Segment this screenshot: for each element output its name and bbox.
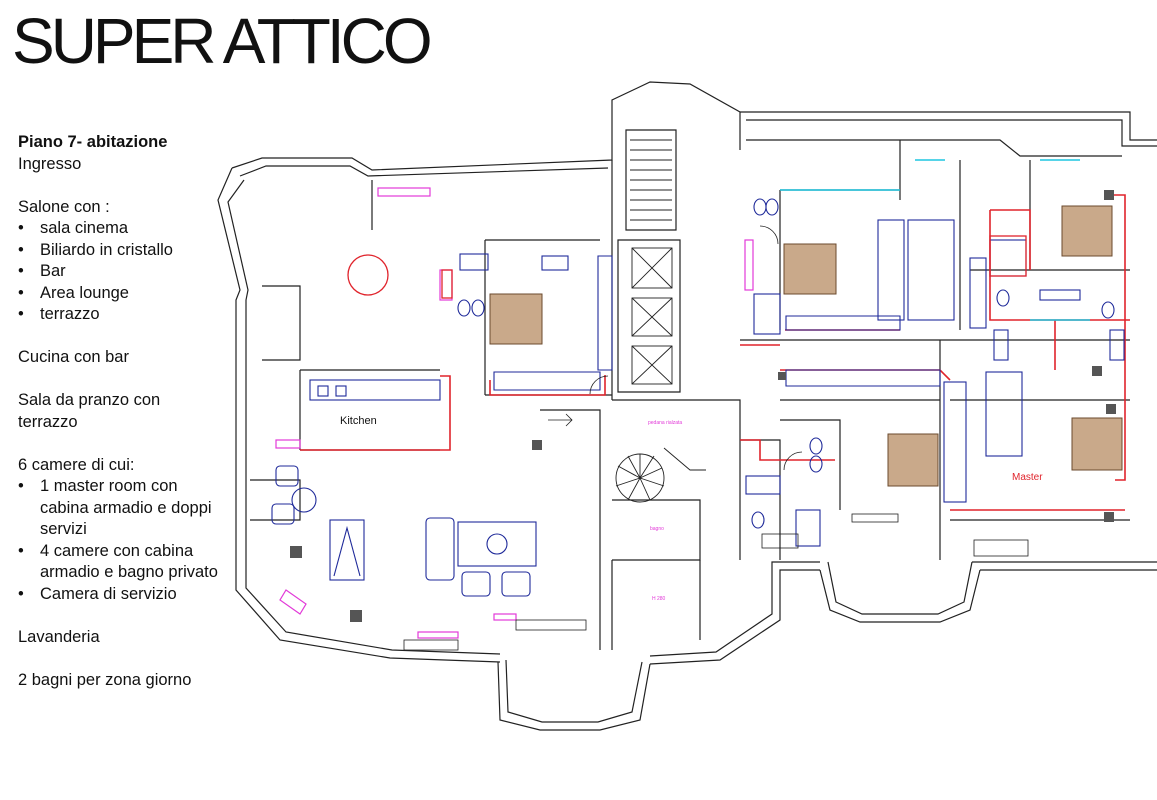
outer-wall-top-right [740, 111, 1157, 141]
outer-wall-inner [239, 165, 609, 177]
ingresso-text: Ingresso [18, 154, 82, 173]
bay-right [819, 569, 981, 623]
outer-wall-left [217, 167, 501, 663]
sala-pranzo-text: Sala da pranzo con terrazzo [18, 391, 161, 431]
pedana-label: pedana rialzata [648, 420, 682, 426]
h280-label: H 280 [652, 596, 666, 602]
bay-bottom-inner [505, 659, 643, 723]
bay-bottom [497, 661, 651, 731]
outer-bottom-mid [649, 569, 820, 665]
list-item: terrazzo [18, 304, 223, 326]
camere-list: 1 master room con cabina armadio e doppi… [18, 476, 223, 605]
description-panel: Piano 7- abitazione Ingresso Salone con … [18, 132, 223, 691]
list-item: 1 master room con cabina armadio e doppi… [18, 476, 223, 541]
list-item: 4 camere con cabina armadio e bagno priv… [18, 541, 223, 584]
bagni-text: 2 bagni per zona giorno [18, 670, 192, 689]
outer-wall-top-right-inner [746, 119, 1157, 147]
outer-bottom-mid-inner [649, 561, 820, 657]
list-item: Biliardo in cristallo [18, 240, 223, 262]
list-item: Camera di servizio [18, 584, 223, 606]
camere-intro: 6 camere di cui: [18, 455, 135, 474]
cucina-text: Cucina con bar [18, 348, 129, 366]
page-title: SUPER ATTICO [12, 5, 433, 77]
floor-heading: Piano 7- abitazione [18, 133, 168, 151]
outer-wall [231, 81, 741, 171]
list-item: Bar [18, 261, 223, 283]
list-item: Area lounge [18, 283, 223, 305]
bay-right-inner [827, 561, 973, 615]
interior-wall [299, 369, 440, 451]
salone-intro: Salone con : [18, 197, 110, 216]
bagno-label: bagno [650, 526, 664, 532]
master-label: Master [1012, 472, 1043, 483]
list-item: sala cinema [18, 218, 223, 240]
salone-list: sala cinema Biliardo in cristallo Bar Ar… [18, 218, 223, 326]
lavanderia-text: Lavanderia [18, 627, 100, 646]
kitchen-label: Kitchen [340, 415, 377, 427]
outer-wall-left-inner [227, 179, 501, 655]
